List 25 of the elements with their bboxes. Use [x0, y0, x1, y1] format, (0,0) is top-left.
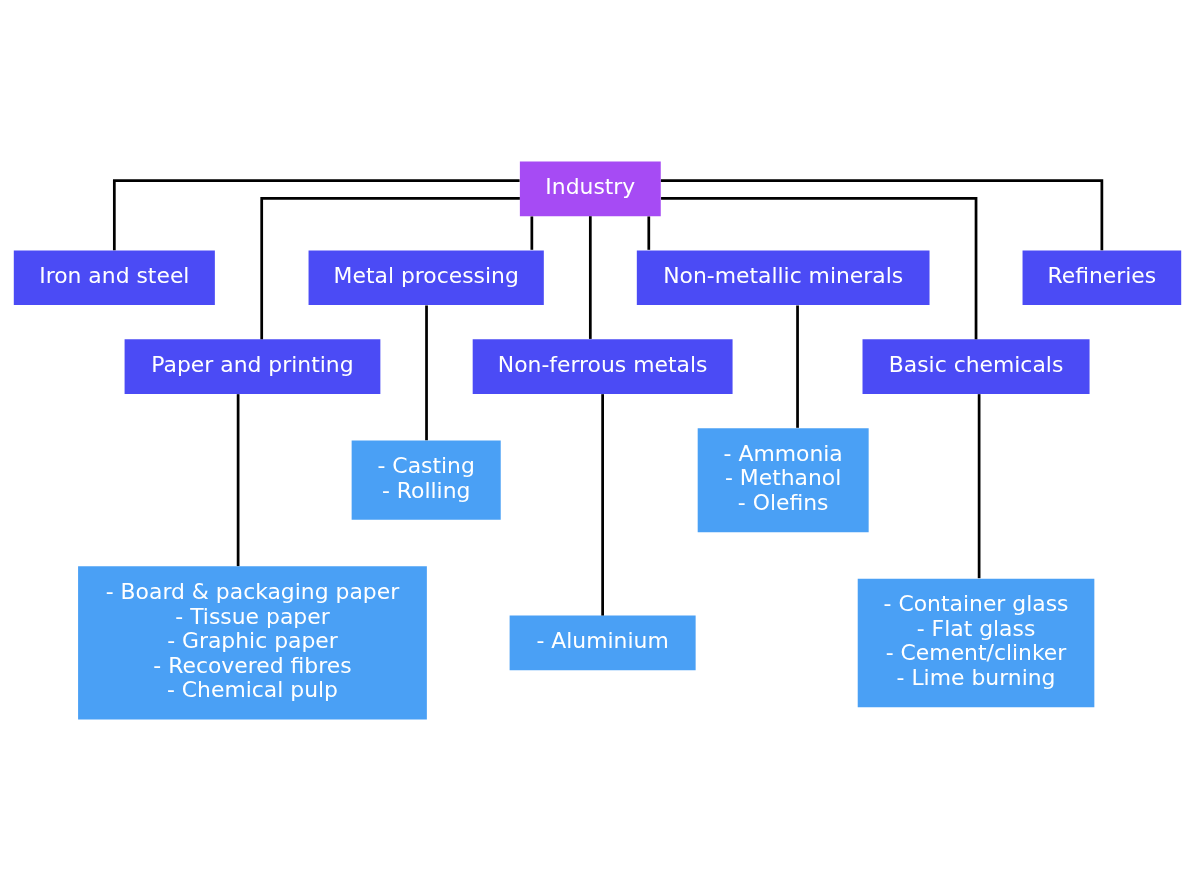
connector: [236, 393, 240, 566]
node-box: - Container glass - Flat glass - Cement/clinker - Lime burning: [857, 578, 1095, 707]
node-box: Refineries: [1022, 249, 1182, 305]
node-box: - Board & packaging paper - Tissue paper - Graphic paper - Recovered fibres - Chemical pulp: [78, 565, 427, 720]
node-box: - Aluminium: [509, 615, 696, 670]
node-box: Industry: [519, 160, 661, 216]
connector: [647, 215, 651, 250]
connector: [260, 196, 520, 339]
node-box: Non-ferrous metals: [472, 338, 733, 394]
connector: [977, 393, 981, 578]
node-box: Metal processing: [308, 249, 544, 305]
node-box: - Casting - Rolling: [351, 440, 501, 520]
connector: [530, 215, 534, 250]
node-box: Non-metallic minerals: [636, 249, 930, 305]
connector: [660, 178, 1104, 250]
connector: [425, 304, 428, 440]
node-box: Paper and printing: [124, 338, 381, 394]
connector: [661, 196, 978, 339]
connector: [588, 215, 592, 339]
connector: [112, 178, 520, 250]
connector: [796, 304, 799, 428]
node-box: Iron and steel: [13, 249, 215, 305]
node-box: - Ammonia - Methanol - Olefins: [697, 427, 869, 532]
connector: [601, 393, 604, 616]
node-box: Basic chemicals: [862, 338, 1090, 394]
